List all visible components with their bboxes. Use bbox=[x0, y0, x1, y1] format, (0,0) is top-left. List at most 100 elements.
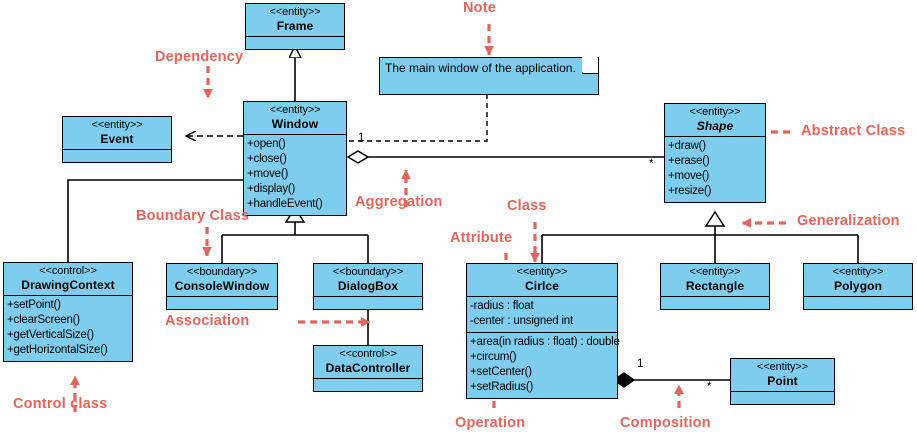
annotation-composition: Composition bbox=[620, 415, 711, 431]
class-box-frame[interactable]: <<entity>> Frame bbox=[245, 3, 345, 50]
class-operations-compartment: +draw() +erase() +move() +resize() bbox=[665, 137, 765, 202]
class-operation: +move() bbox=[668, 170, 710, 182]
class-name: Window bbox=[271, 117, 319, 131]
class-operation: +getVerticalSize() bbox=[7, 329, 94, 341]
class-box-shape[interactable]: <<entity>> Shape +draw() +erase() +move(… bbox=[664, 103, 766, 203]
annotation-note: Note bbox=[463, 0, 497, 16]
class-stereotype: <<entity>> bbox=[757, 361, 808, 373]
class-name: Polygon bbox=[833, 279, 883, 293]
class-attribute: -center : unsigned int bbox=[470, 315, 573, 327]
class-operation: +display() bbox=[247, 183, 296, 195]
class-members-compartment bbox=[314, 379, 422, 391]
class-box-dialogbox[interactable]: <<boundary>> DialogBox bbox=[313, 263, 423, 310]
class-box-window[interactable]: <<entity>> Window +open() +close() +move… bbox=[243, 101, 347, 216]
class-operation: +getHorizontalSize() bbox=[7, 344, 108, 356]
class-name: DialogBox bbox=[337, 279, 399, 293]
class-operation: +draw() bbox=[668, 140, 706, 152]
class-name: DrawingContext bbox=[21, 278, 115, 292]
class-box-polygon[interactable]: <<entity>> Polygon bbox=[803, 263, 913, 310]
class-stereotype: <<boundary>> bbox=[332, 266, 404, 278]
class-stereotype: <<boundary>> bbox=[186, 266, 258, 278]
class-header: <<entity>> Cirlce bbox=[467, 264, 617, 297]
class-header: <<entity>> Polygon bbox=[804, 264, 912, 297]
class-stereotype: <<entity>> bbox=[832, 266, 884, 278]
class-operation: +erase() bbox=[668, 155, 710, 167]
class-header: <<control>> DataController bbox=[314, 346, 422, 379]
class-name: ConsoleWindow bbox=[174, 279, 270, 293]
note-text: The main window of the application. bbox=[385, 61, 576, 75]
class-box-datacontroller[interactable]: <<control>> DataController bbox=[313, 345, 423, 392]
note-fold-corner bbox=[582, 57, 598, 74]
class-operation: +close() bbox=[247, 153, 287, 165]
class-members-compartment bbox=[246, 37, 344, 49]
class-stereotype: <<control>> bbox=[339, 348, 397, 360]
class-box-circle[interactable]: <<entity>> Cirlce -radius : float -cente… bbox=[466, 263, 620, 399]
annotation-dependency: Dependency bbox=[155, 49, 244, 65]
note-anchor-window bbox=[347, 94, 488, 142]
class-name: Frame bbox=[276, 19, 314, 33]
class-attributes-compartment: -radius : float -center : unsigned int bbox=[467, 297, 617, 333]
class-operation: +resize() bbox=[668, 185, 712, 197]
class-header: <<entity>> Shape bbox=[665, 104, 765, 137]
class-members-compartment bbox=[167, 297, 277, 309]
annotation-generalization: Generalization bbox=[797, 213, 900, 229]
class-stereotype: <<entity>> bbox=[689, 106, 741, 118]
class-name: Rectangle bbox=[685, 279, 745, 293]
class-members-compartment bbox=[804, 297, 912, 309]
class-members-compartment bbox=[314, 297, 422, 309]
class-stereotype: <<entity>> bbox=[91, 119, 143, 131]
class-box-rectangle[interactable]: <<entity>> Rectangle bbox=[660, 263, 770, 310]
class-members-compartment bbox=[63, 150, 171, 162]
class-members-compartment bbox=[731, 392, 834, 404]
class-header: <<entity>> Window bbox=[244, 102, 346, 135]
class-operations-compartment: +setPoint() +clearScreen() +getVerticalS… bbox=[4, 296, 132, 361]
class-operation: +setCenter() bbox=[470, 366, 532, 378]
class-stereotype: <<entity>> bbox=[516, 266, 568, 278]
class-stereotype: <<entity>> bbox=[269, 6, 321, 18]
multiplicity-window-shape-source: 1 bbox=[358, 132, 365, 144]
class-stereotype: <<entity>> bbox=[689, 266, 741, 278]
class-header: <<boundary>> DialogBox bbox=[314, 264, 422, 297]
class-operation: +move() bbox=[247, 168, 289, 180]
class-operations-compartment: +open() +close() +move() +display() +han… bbox=[244, 135, 346, 215]
class-header: <<boundary>> ConsoleWindow bbox=[167, 264, 277, 297]
aggregation-window-shape bbox=[346, 150, 664, 164]
class-operation: +open() bbox=[247, 138, 286, 150]
class-box-consolewindow[interactable]: <<boundary>> ConsoleWindow bbox=[166, 263, 278, 310]
class-name: Cirlce bbox=[525, 279, 559, 293]
class-stereotype: <<control>> bbox=[39, 265, 97, 277]
class-attribute: -radius : float bbox=[470, 300, 534, 312]
class-members-compartment bbox=[661, 297, 769, 309]
multiplicity-circle-point-source: 1 bbox=[637, 358, 644, 370]
class-name: DataController bbox=[325, 361, 411, 375]
class-operation: +area(in radius : float) : double bbox=[470, 336, 620, 348]
class-operations-compartment: +area(in radius : float) : double +circu… bbox=[467, 333, 620, 398]
class-header: <<entity>> Point bbox=[731, 359, 834, 392]
class-name: Event bbox=[100, 132, 134, 146]
class-operation: +circum() bbox=[470, 351, 517, 363]
class-header: <<entity>> Frame bbox=[246, 4, 344, 37]
class-box-event[interactable]: <<entity>> Event bbox=[62, 116, 172, 163]
annotation-control-class: Control class bbox=[13, 396, 108, 412]
class-operation: +setRadius() bbox=[470, 381, 534, 393]
composition-circle-point bbox=[612, 372, 730, 388]
class-name: Point bbox=[767, 374, 798, 388]
note-box[interactable]: The main window of the application. bbox=[379, 57, 599, 95]
class-header: <<entity>> Event bbox=[63, 117, 171, 150]
annotation-association: Association bbox=[165, 313, 250, 329]
annotation-aggregation: Aggregation bbox=[355, 194, 443, 210]
class-operation: +clearScreen() bbox=[7, 314, 80, 326]
class-header: <<control>> DrawingContext bbox=[4, 263, 132, 296]
class-header: <<entity>> Rectangle bbox=[661, 264, 769, 297]
class-box-drawingcontext[interactable]: <<control>> DrawingContext +setPoint() +… bbox=[3, 262, 133, 362]
class-stereotype: <<entity>> bbox=[269, 104, 321, 116]
class-name: Shape bbox=[696, 119, 734, 133]
class-box-point[interactable]: <<entity>> Point bbox=[730, 358, 835, 405]
annotation-class: Class bbox=[507, 198, 547, 214]
multiplicity-window-shape-target: * bbox=[649, 158, 654, 170]
multiplicity-circle-point-target: * bbox=[707, 381, 712, 393]
annotation-operation: Operation bbox=[455, 415, 526, 431]
annotation-abstract-class: Abstract Class bbox=[801, 123, 906, 139]
annotation-boundary-class: Boundary Class bbox=[136, 208, 250, 224]
